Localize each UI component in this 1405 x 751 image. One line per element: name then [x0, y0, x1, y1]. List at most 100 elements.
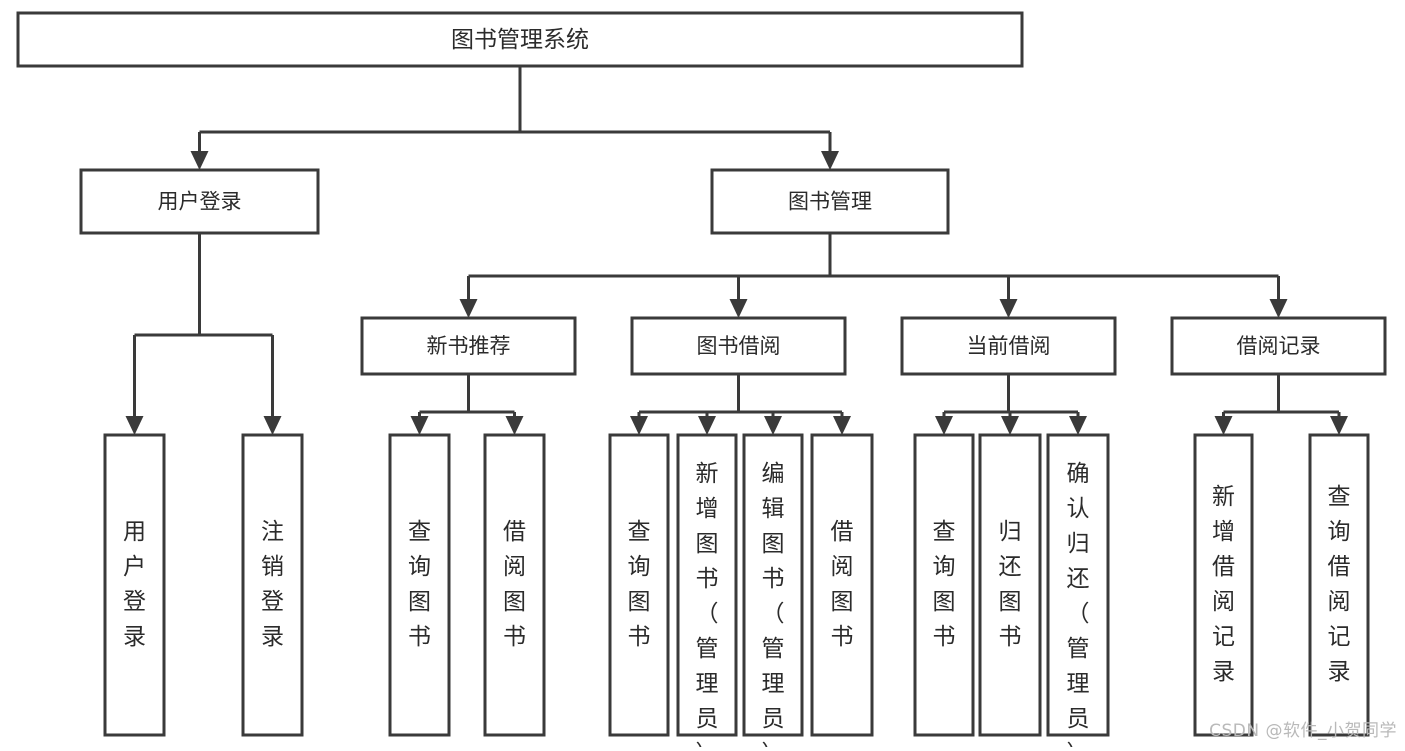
node-leaf-query-book-2-char: 书	[628, 624, 651, 650]
node-new-book-recommend-label: 新书推荐	[427, 334, 511, 358]
arrow-head-icon	[821, 151, 839, 170]
node-root-system[interactable]: 图书管理系统	[16, 11, 1024, 68]
arrow-head-icon	[1069, 416, 1087, 435]
node-leaf-borrow-book-2[interactable]: 借阅图书借阅图书	[810, 433, 874, 737]
node-leaf-query-book-3-char: 图	[933, 589, 956, 615]
csdn-watermark: CSDN @软件_小贺同学	[1209, 721, 1397, 741]
node-leaf-edit-book-char: 辑	[762, 496, 785, 522]
node-leaf-query-book-1-char: 图	[408, 589, 431, 615]
node-leaf-query-book-1-char: 询	[408, 554, 431, 580]
node-leaf-edit-book-char: 书	[762, 566, 785, 592]
node-leaf-query-book-2[interactable]: 查询图书查询图书	[608, 433, 670, 737]
node-leaf-confirm-return-char: 理	[1067, 671, 1090, 697]
arrow-head-icon	[1330, 416, 1348, 435]
node-leaf-borrow-book-2-rect	[810, 433, 874, 737]
arrow-head-icon	[1001, 416, 1019, 435]
node-user-login[interactable]: 用户登录	[79, 168, 320, 235]
node-leaf-query-record-char: 阅	[1328, 589, 1351, 615]
node-leaf-confirm-return-char: 员	[1067, 706, 1090, 732]
node-book-borrow[interactable]: 图书借阅	[630, 316, 847, 376]
node-borrow-record-rect	[1170, 316, 1387, 376]
node-leaf-query-book-2-rect	[608, 433, 670, 737]
node-leaf-edit-book-char: （	[762, 601, 785, 627]
node-leaf-query-record-char: 询	[1328, 519, 1351, 545]
node-book-management-label: 图书管理	[788, 190, 872, 214]
node-leaf-query-book-3-char: 书	[933, 624, 956, 650]
node-leaf-add-book-char: 新	[696, 461, 719, 487]
node-leaf-add-book-char: 理	[696, 671, 719, 697]
node-leaf-add-book-char: 书	[696, 566, 719, 592]
node-leaf-edit-book-char: ）	[762, 741, 785, 747]
node-leaf-borrow-book-1-char: 阅	[503, 554, 526, 580]
node-leaf-query-book-1[interactable]: 查询图书查询图书	[388, 433, 451, 737]
node-leaf-confirm-return-char: （	[1067, 601, 1090, 627]
node-leaf-edit-book-char: 管	[762, 636, 785, 662]
node-borrow-record[interactable]: 借阅记录	[1170, 316, 1387, 376]
node-current-borrow-label: 当前借阅	[967, 334, 1051, 358]
node-new-book-recommend[interactable]: 新书推荐	[360, 316, 577, 376]
node-leaf-return-book-char: 还	[999, 554, 1022, 580]
node-user-login-rect	[79, 168, 320, 235]
node-leaf-add-record[interactable]: 新增借阅记录新增借阅记录	[1193, 433, 1254, 737]
node-leaf-add-book-char: 管	[696, 636, 719, 662]
node-leaf-add-book-rect	[676, 433, 738, 737]
node-leaf-edit-book-char: 编	[762, 461, 785, 487]
node-leaf-query-book-1-rect	[388, 433, 451, 737]
node-leaf-edit-book-char: 理	[762, 671, 785, 697]
node-leaf-add-book-char: 图	[696, 531, 719, 557]
node-leaf-borrow-book-2-char: 借	[831, 519, 854, 545]
node-leaf-return-book-char: 书	[999, 624, 1022, 650]
node-leaf-query-record-char: 借	[1328, 554, 1351, 580]
arrow-head-icon	[764, 416, 782, 435]
node-leaf-return-book-rect	[978, 433, 1042, 737]
node-root-system-rect	[16, 11, 1024, 68]
node-leaf-add-record-char: 借	[1212, 554, 1235, 580]
arrow-head-icon	[190, 151, 209, 170]
node-current-borrow[interactable]: 当前借阅	[900, 316, 1117, 376]
node-leaf-borrow-book-1-char: 图	[503, 589, 526, 615]
node-leaf-confirm-return-char: ）	[1067, 741, 1090, 747]
node-leaf-edit-book-char: 员	[762, 706, 785, 732]
arrow-head-icon	[698, 416, 716, 435]
node-leaf-add-record-char: 阅	[1212, 589, 1235, 615]
arrow-head-icon	[263, 416, 282, 435]
node-leaf-borrow-book-1[interactable]: 借阅图书借阅图书	[483, 433, 546, 737]
node-leaf-confirm-return-rect	[1046, 433, 1110, 737]
node-leaf-add-record-char: 记	[1212, 624, 1235, 650]
node-leaf-user-logout[interactable]: 注销登录注销登录	[241, 433, 304, 737]
node-borrow-record-label: 借阅记录	[1237, 334, 1321, 358]
arrow-head-icon	[729, 299, 748, 318]
node-leaf-add-book-char: 增	[696, 496, 719, 522]
node-leaf-add-record-rect	[1193, 433, 1254, 737]
node-leaf-return-book[interactable]: 归还图书归还图书	[978, 433, 1042, 737]
node-leaf-user-logout-char: 注	[261, 519, 284, 545]
node-leaf-query-record[interactable]: 查询借阅记录查询借阅记录	[1308, 433, 1370, 737]
node-leaf-return-book-char: 图	[999, 589, 1022, 615]
node-leaf-add-record-char: 新	[1212, 484, 1235, 510]
node-current-borrow-rect	[900, 316, 1117, 376]
node-leaf-edit-book-char: 图	[762, 531, 785, 557]
node-leaf-add-record-char: 增	[1212, 519, 1235, 545]
node-leaf-user-logout-char: 销	[261, 554, 284, 580]
node-leaf-query-book-3[interactable]: 查询图书查询图书	[913, 433, 975, 737]
node-leaf-borrow-book-1-char: 借	[503, 519, 526, 545]
node-leaf-user-login[interactable]: 用户登录用户登录	[103, 433, 166, 737]
node-leaf-query-record-char: 记	[1328, 624, 1351, 650]
node-book-management[interactable]: 图书管理	[710, 168, 950, 235]
node-leaf-confirm-return-char: 还	[1067, 566, 1090, 592]
arrow-head-icon	[459, 299, 478, 318]
node-leaf-confirm-return-char: 归	[1067, 531, 1090, 557]
node-leaf-query-book-1-char: 查	[408, 519, 431, 545]
node-leaf-confirm-return-char: 认	[1067, 496, 1090, 522]
node-leaf-add-record-char: 录	[1212, 659, 1235, 685]
node-leaf-query-book-2-char: 图	[628, 589, 651, 615]
node-book-borrow-rect	[630, 316, 847, 376]
node-leaf-user-logout-char: 录	[261, 624, 284, 650]
node-book-management-rect	[710, 168, 950, 235]
node-leaf-user-logout-char: 登	[261, 589, 284, 615]
node-leaf-confirm-return-char: 管	[1067, 636, 1090, 662]
